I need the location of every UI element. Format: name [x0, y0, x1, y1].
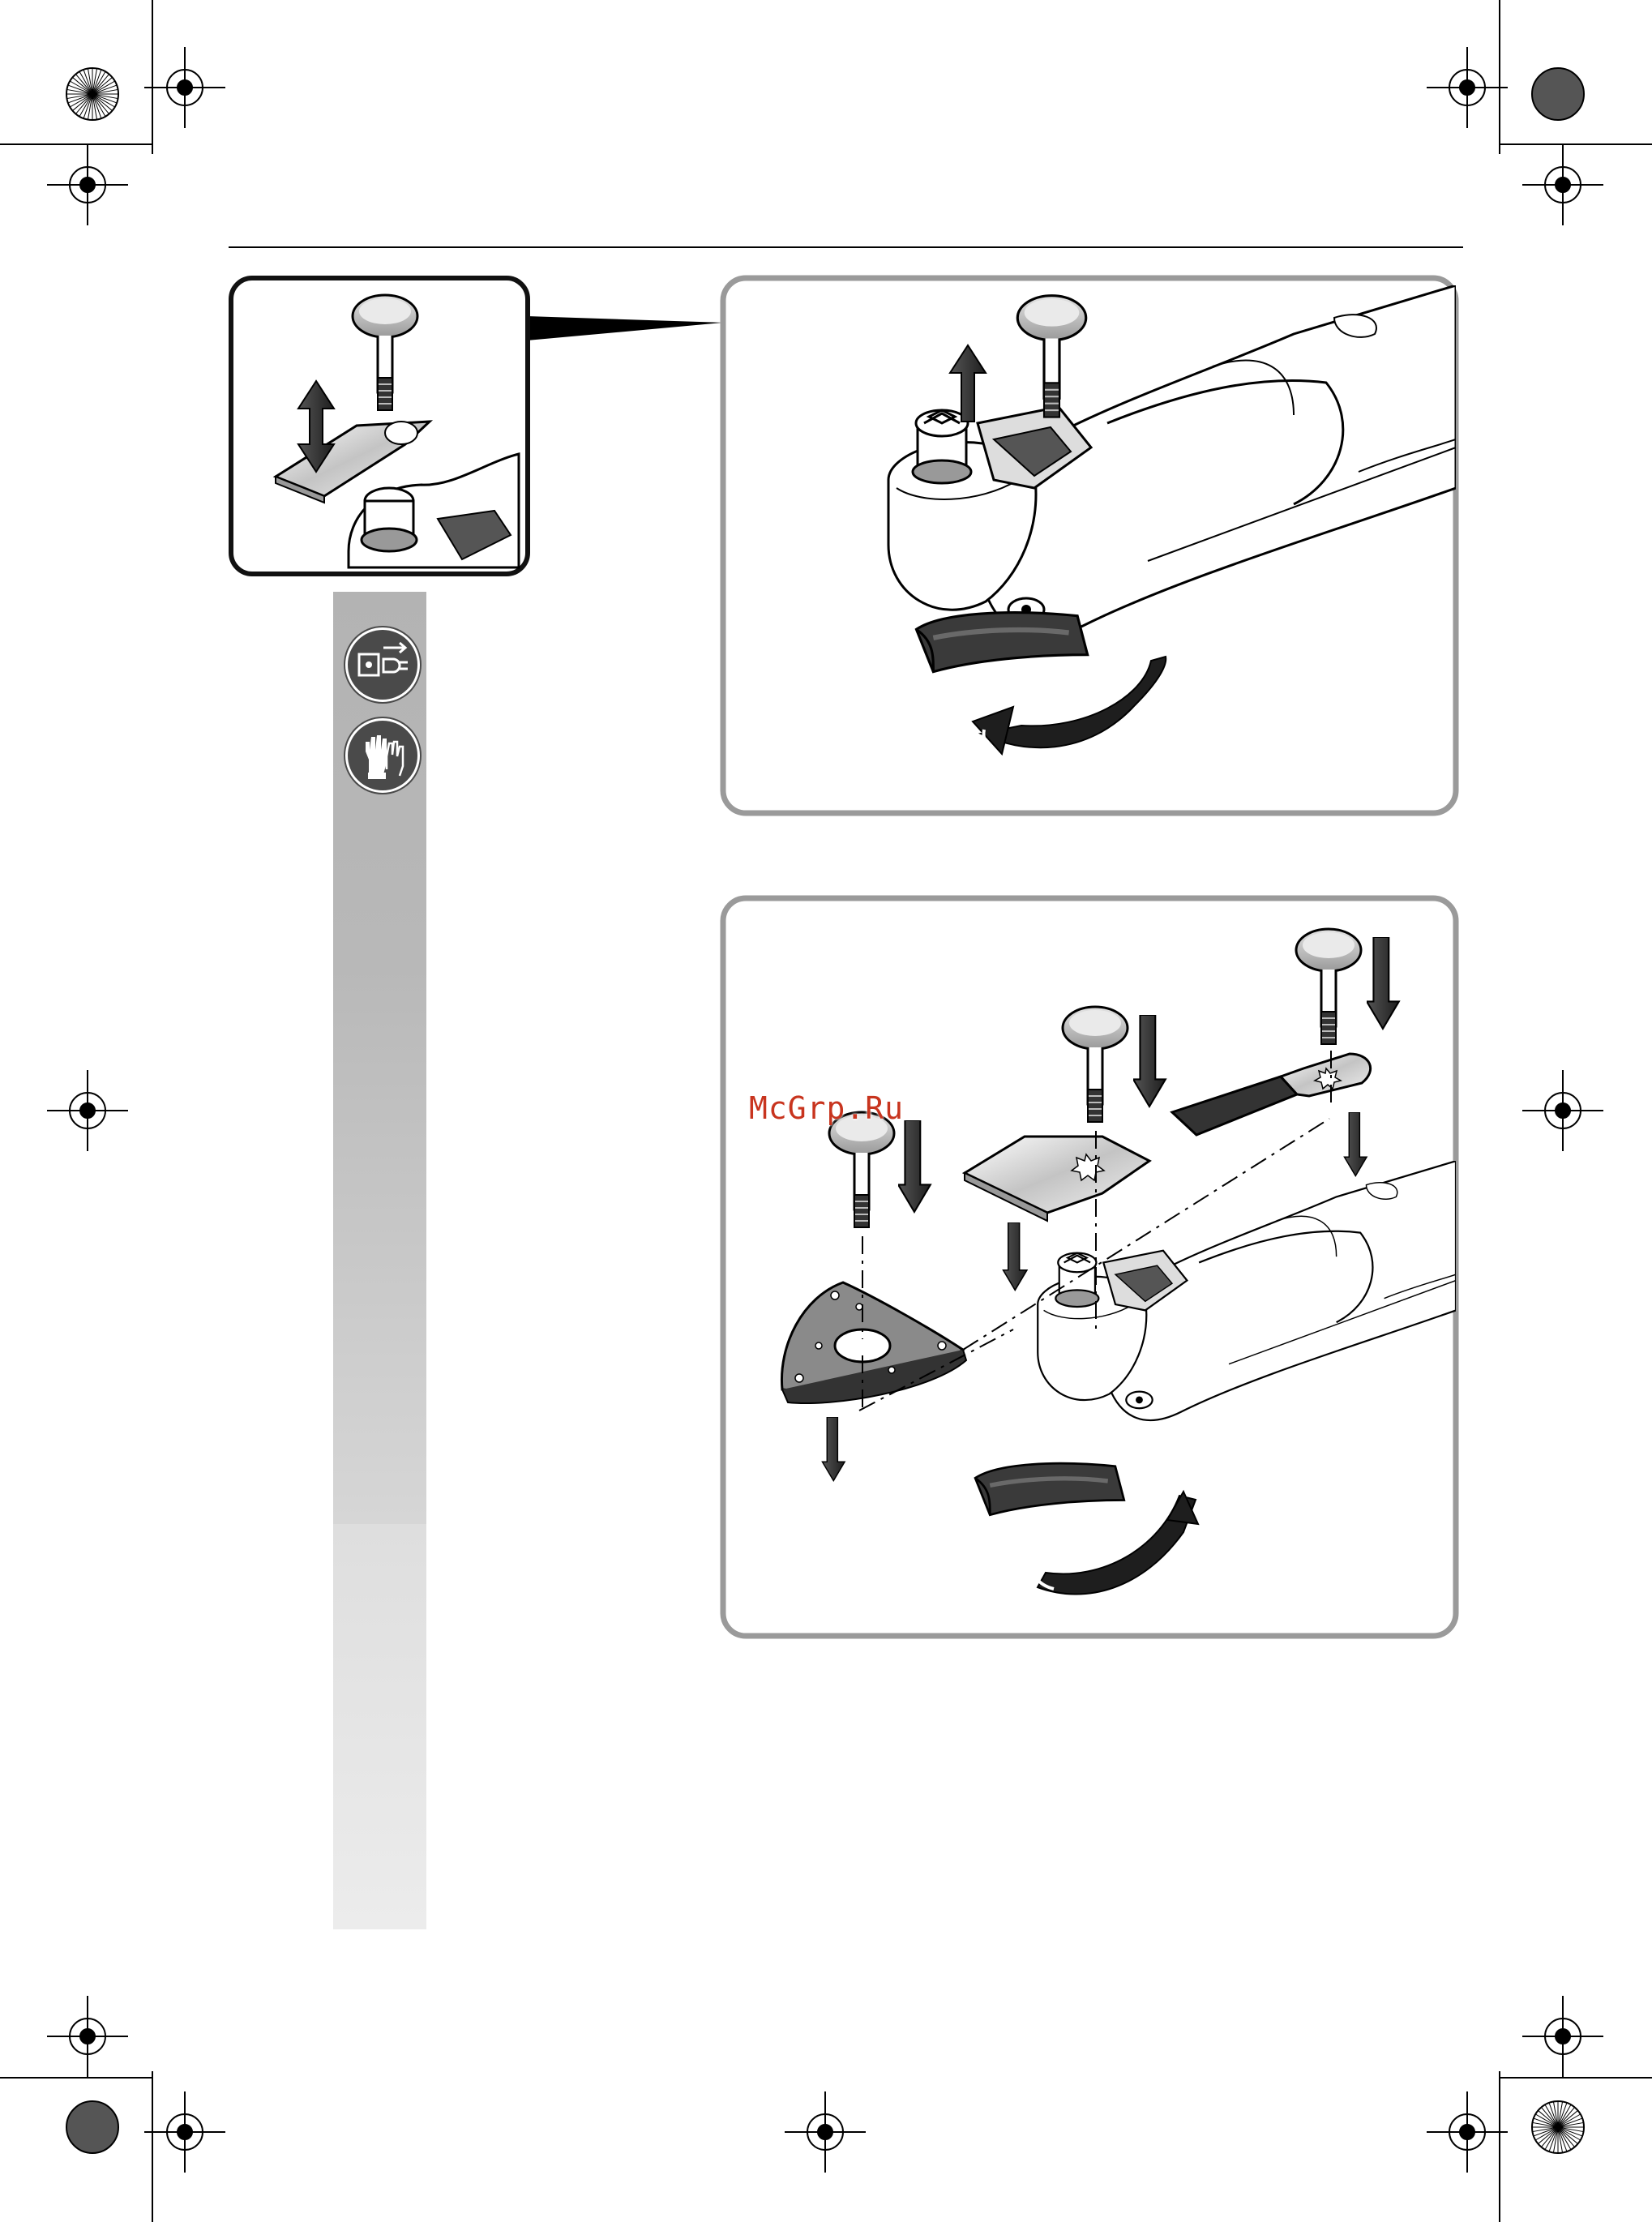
watermark: McGrp.Ru [749, 1090, 904, 1126]
